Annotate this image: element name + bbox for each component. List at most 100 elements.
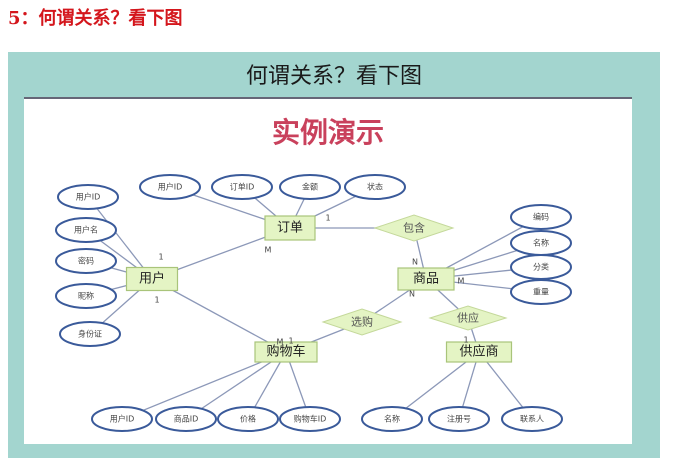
cardinality-label: N [409, 290, 415, 299]
entity-label: 订单 [277, 221, 303, 236]
attribute-product-3: 重量 [510, 279, 572, 305]
attribute-label: 价格 [240, 414, 256, 424]
attribute-label: 订单ID [230, 182, 255, 192]
cardinality-label: M [265, 246, 272, 255]
entity-box [264, 215, 316, 241]
attribute-product-1: 名称 [510, 230, 572, 256]
attribute-label: 用户ID [158, 182, 183, 192]
attribute-label: 名称 [384, 414, 400, 424]
attribute-label: 编码 [533, 212, 549, 222]
relationship-supply: 供应 [428, 305, 508, 331]
attribute-ellipse [510, 279, 572, 305]
attribute-cart-0: 用户ID [91, 406, 153, 432]
attribute-ellipse [139, 174, 201, 200]
attribute-user-2: 密码 [55, 248, 117, 274]
attribute-label: 状态 [367, 182, 383, 192]
attribute-ellipse [55, 248, 117, 274]
entity-box [125, 266, 179, 292]
entity-product: 商品 [397, 267, 455, 291]
attribute-label: 重量 [533, 287, 549, 297]
entity-box [445, 341, 513, 363]
attribute-order-0: 用户ID [139, 174, 201, 200]
attribute-label: 商品ID [174, 414, 199, 424]
demo-title: 实例演示 [271, 116, 384, 149]
attribute-user-1: 用户名 [55, 217, 117, 243]
entity-box [254, 341, 318, 363]
connector-line [87, 196, 153, 280]
page-heading: 5：何谓关系？看下图 [8, 8, 183, 29]
attribute-label: 昵称 [78, 291, 94, 301]
attribute-user-3: 昵称 [55, 283, 117, 309]
attribute-ellipse [428, 406, 490, 432]
cardinality-label: 1 [463, 336, 468, 345]
attribute-label: 分类 [533, 262, 549, 272]
relationship-contains: 包含 [373, 214, 455, 242]
relationship-label: 包含 [403, 221, 425, 235]
attribute-label: 注册号 [447, 414, 471, 424]
attribute-supplier-1: 注册号 [428, 406, 490, 432]
relationship-diamond [428, 305, 508, 331]
attribute-label: 联系人 [520, 414, 544, 424]
slide-title: 何谓关系？看下图 [245, 64, 422, 89]
attribute-ellipse [510, 204, 572, 230]
entity-cart: 购物车 [254, 341, 318, 363]
attribute-product-2: 分类 [510, 254, 572, 280]
attribute-ellipse [501, 406, 563, 432]
attribute-user-0: 用户ID [57, 184, 119, 210]
attribute-ellipse [211, 174, 273, 200]
attribute-cart-2: 价格 [217, 406, 279, 432]
cardinality-label: M [458, 277, 465, 286]
connector-line [185, 351, 287, 420]
attribute-label: 用户ID [110, 414, 135, 424]
attribute-ellipse [361, 406, 423, 432]
entity-supplier: 供应商 [445, 341, 513, 363]
attribute-ellipse [279, 406, 341, 432]
connector-line [151, 278, 287, 353]
cardinality-label: 1 [154, 296, 159, 305]
attribute-ellipse [59, 321, 121, 347]
attribute-label: 身份证 [78, 329, 102, 339]
entity-box [397, 267, 455, 291]
attribute-label: 用户ID [76, 192, 101, 202]
attribute-ellipse [279, 174, 341, 200]
relationship-label: 供应 [457, 311, 479, 325]
attribute-ellipse [217, 406, 279, 432]
cardinality-label: 1 [325, 214, 330, 223]
attribute-supplier-0: 名称 [361, 406, 423, 432]
attribute-label: 名称 [533, 238, 549, 248]
entity-label: 用户 [139, 271, 165, 287]
cardinality-label: M [277, 338, 284, 347]
attribute-ellipse [344, 174, 406, 200]
attribute-label: 密码 [78, 256, 94, 266]
attribute-label: 购物车ID [294, 414, 327, 424]
attribute-user-4: 身份证 [59, 321, 121, 347]
attribute-label: 用户名 [74, 225, 98, 235]
relationship-diamond [321, 308, 403, 336]
attribute-product-0: 编码 [510, 204, 572, 230]
entity-order: 订单 [264, 215, 316, 241]
entity-label: 供应商 [459, 344, 498, 360]
relationship-diamond [373, 214, 455, 242]
attribute-ellipse [155, 406, 217, 432]
entity-user: 用户 [125, 266, 179, 292]
relationship-select: 选购 [321, 308, 403, 336]
attribute-order-3: 状态 [344, 174, 406, 200]
attribute-ellipse [57, 184, 119, 210]
cardinality-label: 1 [288, 337, 293, 346]
attribute-supplier-2: 联系人 [501, 406, 563, 432]
entity-label: 购物车 [266, 344, 305, 360]
attribute-order-1: 订单ID [211, 174, 273, 200]
attribute-order-2: 金额 [279, 174, 341, 200]
relationship-label: 选购 [351, 315, 373, 329]
cardinality-label: 1 [158, 253, 163, 262]
attribute-cart-3: 购物车ID [279, 406, 341, 432]
attribute-ellipse [55, 283, 117, 309]
connector-line [121, 351, 287, 420]
entity-label: 商品 [413, 272, 439, 287]
cardinality-label: N [412, 258, 418, 267]
attribute-label: 金额 [302, 182, 318, 192]
